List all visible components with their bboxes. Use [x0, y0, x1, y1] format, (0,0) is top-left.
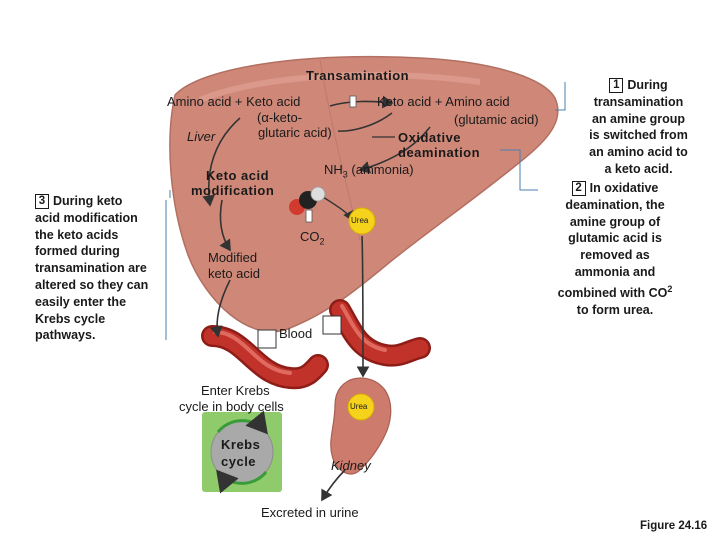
vessel-end-left — [257, 329, 277, 349]
nh3-label: NH3 (ammonia) — [324, 162, 414, 180]
note-1-line: transamination — [593, 94, 684, 109]
note-2-last-sup: 2 — [667, 283, 673, 294]
transamination-arrow-return — [337, 112, 393, 132]
note-2-first: In oxidative — [589, 181, 659, 195]
note-1-line: an amino acid to — [589, 145, 688, 160]
note-2-line: glutamic acid is — [568, 231, 662, 246]
kidney-label: Kidney — [331, 458, 371, 473]
krebs-line1: Krebs — [221, 437, 261, 452]
note-3-line: Krebs cycle — [35, 311, 106, 326]
note-1-number: 1 — [609, 78, 624, 93]
reaction-glutamic: (glutamic acid) — [454, 112, 539, 127]
keto-modification-arrow — [202, 117, 241, 207]
liver-label: Liver — [187, 129, 216, 144]
note-1-line: an amine group — [591, 111, 686, 126]
note-2-last-prefix: combined with CO — [557, 285, 668, 300]
nh3-prefix: NH — [324, 162, 343, 177]
note-3-line: acid modification — [35, 210, 138, 225]
note-2-line: amine group of — [569, 214, 661, 229]
note-1-line: is switched from — [589, 128, 688, 143]
note-3-line: altered so they can — [35, 277, 149, 292]
keto-mod-line1: Keto acid — [206, 168, 270, 183]
to-krebs-arrow — [209, 279, 231, 338]
to-kidney-arrow — [356, 235, 370, 378]
co2-label: CO2 — [300, 229, 325, 247]
note-3-line: formed during — [35, 244, 120, 259]
note-2-number: 2 — [571, 181, 586, 196]
note-2-line: deamination, the — [565, 197, 665, 212]
enter-krebs-line2: cycle in body cells — [179, 399, 284, 414]
ureter-line — [321, 469, 346, 502]
nh3-suffix: (ammonia) — [347, 162, 414, 177]
urea-kidney-icon — [347, 393, 375, 421]
kidney-shape — [330, 377, 392, 475]
co2-sub: 2 — [319, 236, 325, 247]
reaction-right: Keto acid + Amino acid — [377, 94, 510, 109]
callout-line-1 — [555, 82, 566, 111]
liver-shape — [169, 56, 559, 333]
note-3: 3 During keto acid modification the keto … — [35, 193, 165, 344]
modified-line1: Modified — [208, 250, 258, 265]
co2-molecule-icon — [289, 186, 326, 215]
vessel-end-right — [322, 315, 342, 335]
krebs-line2: cycle — [221, 454, 257, 469]
note-3-line: transamination are — [35, 261, 147, 276]
urea-kidney-label: Urea — [350, 402, 368, 411]
note-3-number: 3 — [35, 194, 49, 209]
note-2-final: to form urea. — [576, 302, 654, 317]
callout-line-2 — [500, 149, 538, 191]
oxidative-line1: Oxidative — [398, 130, 462, 145]
note-3-line: the keto acids — [35, 227, 119, 242]
oxidative-line2: deamination — [398, 145, 481, 160]
urea-liver-label: Urea — [351, 216, 369, 225]
note-1-first: During — [627, 78, 668, 92]
excreted-label: Excreted in urine — [261, 505, 359, 520]
note-3-line: pathways. — [35, 328, 96, 343]
transamination-arrow-right — [329, 95, 394, 109]
enter-krebs-line1: Enter Krebs — [201, 383, 270, 398]
deamination-arrow — [358, 126, 431, 174]
reaction-left: Amino acid + Keto acid — [167, 94, 301, 109]
blood-label: Blood — [279, 326, 313, 341]
reaction-alpha-keto-1: (α-keto- — [257, 110, 303, 125]
figure-number: Figure 24.16 — [640, 520, 708, 532]
co2-prefix: CO — [300, 229, 320, 244]
modified-keto-arrow — [219, 199, 231, 252]
note-3-first: During keto — [53, 194, 123, 208]
modified-line2: keto acid — [208, 266, 261, 281]
keto-mod-line2: modification — [191, 183, 275, 198]
title-transamination: Transamination — [306, 68, 410, 83]
note-1-line: a keto acid. — [604, 161, 673, 176]
note-2-line: removed as — [580, 248, 650, 263]
reaction-alpha-keto-2: glutaric acid) — [258, 125, 332, 140]
urea-liver-icon — [348, 207, 376, 235]
nh3-sub: 3 — [342, 169, 348, 180]
note-3-line: easily enter the — [35, 294, 127, 309]
note-2-line: ammonia and — [574, 264, 656, 279]
